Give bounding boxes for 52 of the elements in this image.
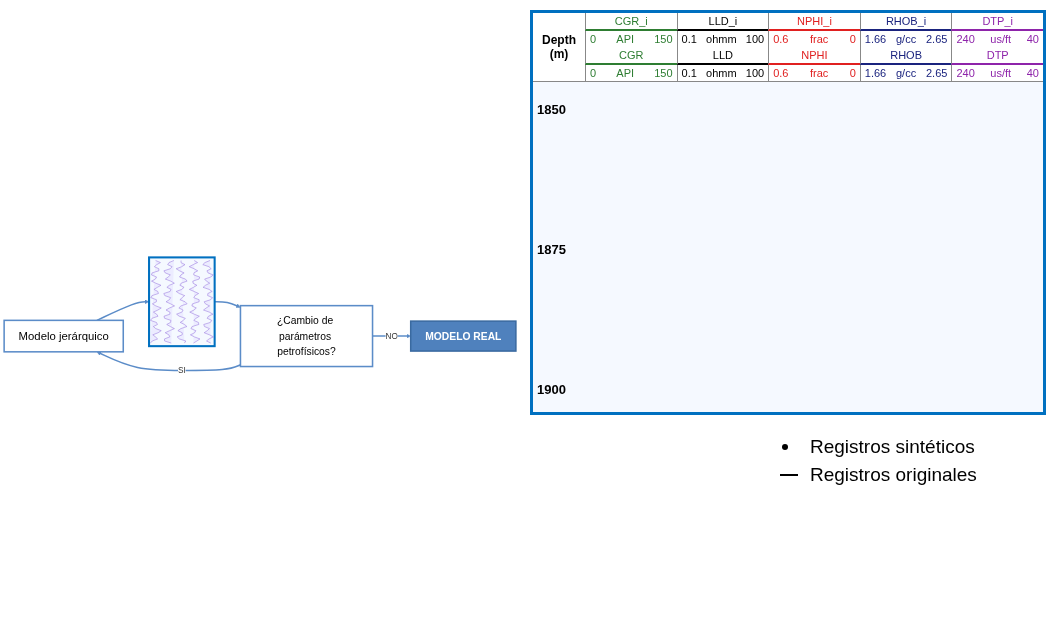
log-header-text: 40	[1026, 33, 1039, 45]
log-header-text: us/ft	[990, 67, 1012, 79]
depth-tick-label: 1875	[537, 242, 566, 257]
log-header-text: LLD	[712, 49, 733, 61]
log-header-text: NPHI	[801, 49, 828, 61]
process-box: MODELO REAL	[409, 319, 517, 352]
log-header-text: us/ft	[990, 33, 1012, 45]
log-header-text: 100	[745, 33, 765, 45]
log-header-text: CGR_i	[614, 15, 648, 27]
log-header-text: DTP_i	[982, 15, 1013, 27]
edge-label: SI	[177, 365, 186, 375]
legend-text: Registros sintéticos	[810, 436, 975, 458]
log-header-text: DTP	[986, 49, 1009, 61]
log-header-text: frac	[809, 67, 829, 79]
log-header-text: 1.66	[864, 67, 887, 79]
log-header-text: 0	[849, 67, 856, 79]
log-header-text: 2.65	[925, 33, 948, 45]
log-header-text: 40	[1026, 67, 1039, 79]
well-log-picture	[148, 255, 216, 347]
edge-label: NO	[385, 330, 398, 340]
depth-tick-label: 1900	[537, 382, 566, 397]
legend-text: Registros originales	[810, 464, 977, 486]
log-header-text: NPHI_i	[797, 15, 832, 27]
log-header-text: API	[616, 33, 635, 45]
log-header-text: RHOB	[890, 49, 922, 61]
log-header-text: 2.65	[925, 67, 948, 79]
log-header-text: 240	[956, 33, 975, 45]
log-header-text: g/cc	[896, 67, 917, 79]
log-header-text: 0	[590, 67, 597, 79]
log-header-text: ohmm	[706, 67, 737, 79]
log-header-text: CGR	[619, 49, 644, 61]
log-header-text: 0.1	[681, 67, 697, 79]
log-header-text: 0.6	[773, 67, 789, 79]
process-box: Modelo jerárquico	[3, 319, 125, 353]
log-header-text: frac	[809, 33, 829, 45]
log-header-text: ohmm	[706, 33, 737, 45]
depth-tick-label: 1850	[537, 102, 566, 117]
log-header-text: g/cc	[896, 33, 917, 45]
depth-axis-title: Depth (m)	[541, 33, 577, 61]
log-header-text: 150	[654, 67, 673, 79]
log-header-text: 0	[590, 33, 597, 45]
log-header-text: LLD_i	[708, 15, 738, 27]
process-box: ¿Cambio de parámetros petrofísicos?	[239, 304, 374, 367]
log-header-text: RHOB_i	[885, 15, 927, 27]
log-header-text: API	[616, 67, 635, 79]
log-header-text: 0	[849, 33, 856, 45]
log-header-text: 0.1	[681, 33, 697, 45]
log-header-text: 100	[745, 67, 765, 79]
log-header-text: 1.66	[864, 33, 887, 45]
log-header-text: 0.6	[773, 33, 789, 45]
log-header-text: 150	[654, 33, 673, 45]
log-header-text: 240	[956, 67, 975, 79]
